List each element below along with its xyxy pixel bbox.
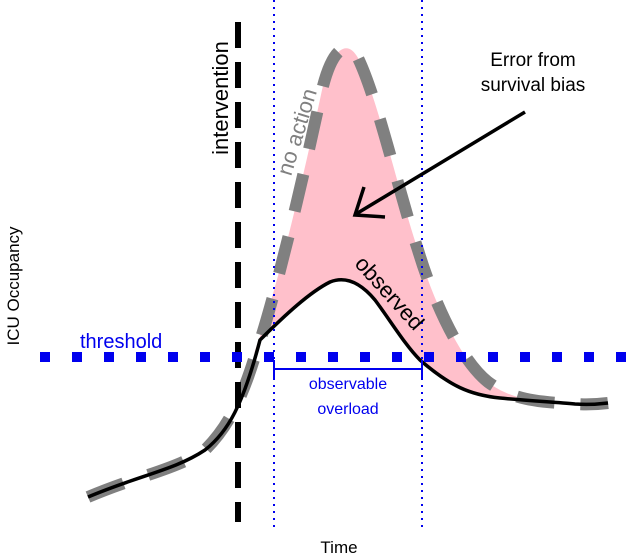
error-arrowhead bbox=[352, 186, 386, 219]
overload-bracket bbox=[273, 360, 423, 378]
error-arrow-line bbox=[355, 110, 526, 216]
observed-curve bbox=[87, 278, 609, 499]
overload-label-line1: observable bbox=[309, 376, 387, 393]
error-region bbox=[253, 48, 530, 401]
error-label-line1: Error from bbox=[490, 50, 576, 71]
error-label-line2: survival bias bbox=[481, 75, 586, 96]
no-action-curve bbox=[85, 42, 609, 503]
threshold-label: threshold bbox=[80, 331, 162, 353]
y-axis-label: ICU Occupancy bbox=[4, 226, 23, 346]
x-axis-label: Time bbox=[320, 538, 357, 557]
overload-label-line2: overload bbox=[317, 401, 378, 418]
intervention-label: intervention bbox=[208, 41, 233, 155]
